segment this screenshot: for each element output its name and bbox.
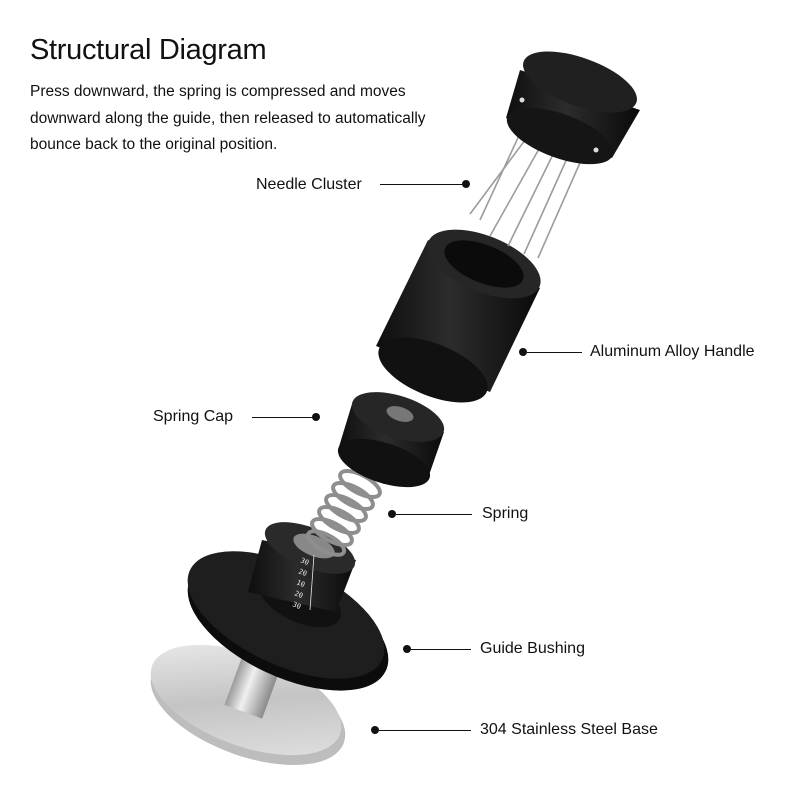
label-spring-cap: Spring Cap — [153, 408, 234, 425]
scale-mark: 30 — [291, 600, 302, 611]
label-guide-bushing: Guide Bushing — [480, 640, 585, 657]
label-spring: Spring — [482, 505, 529, 522]
callout-dot — [403, 645, 411, 653]
callout-dot — [312, 413, 320, 421]
label-stainless-steel-base: 304 Stainless Steel Base — [480, 721, 658, 738]
callout-dot — [462, 180, 470, 188]
label-needle-cluster: Needle Cluster — [256, 176, 362, 193]
leader-line — [527, 352, 582, 354]
scale-mark: 30 — [299, 556, 310, 567]
scale-mark: 20 — [297, 567, 308, 578]
scale-markings: 30 20 10 20 30 — [291, 554, 315, 611]
callout-dot — [519, 348, 527, 356]
leader-line — [379, 730, 471, 732]
leader-line — [411, 649, 471, 651]
page-title: Structural Diagram — [30, 34, 267, 66]
callout-dot — [388, 510, 396, 518]
leader-line — [380, 184, 466, 186]
description: Press downward, the spring is compressed… — [30, 83, 426, 153]
guide-bushing — [187, 522, 389, 691]
aluminum-alloy-handle — [376, 229, 541, 403]
scale-mark: 20 — [293, 589, 304, 600]
spring-cap — [337, 392, 445, 488]
scale-mark: 10 — [295, 578, 306, 589]
label-aluminum-alloy-handle: Aluminum Alloy Handle — [590, 343, 755, 360]
needle-cluster — [469, 51, 640, 259]
callout-dot — [371, 726, 379, 734]
leader-line — [396, 514, 472, 516]
leader-line — [252, 417, 314, 419]
